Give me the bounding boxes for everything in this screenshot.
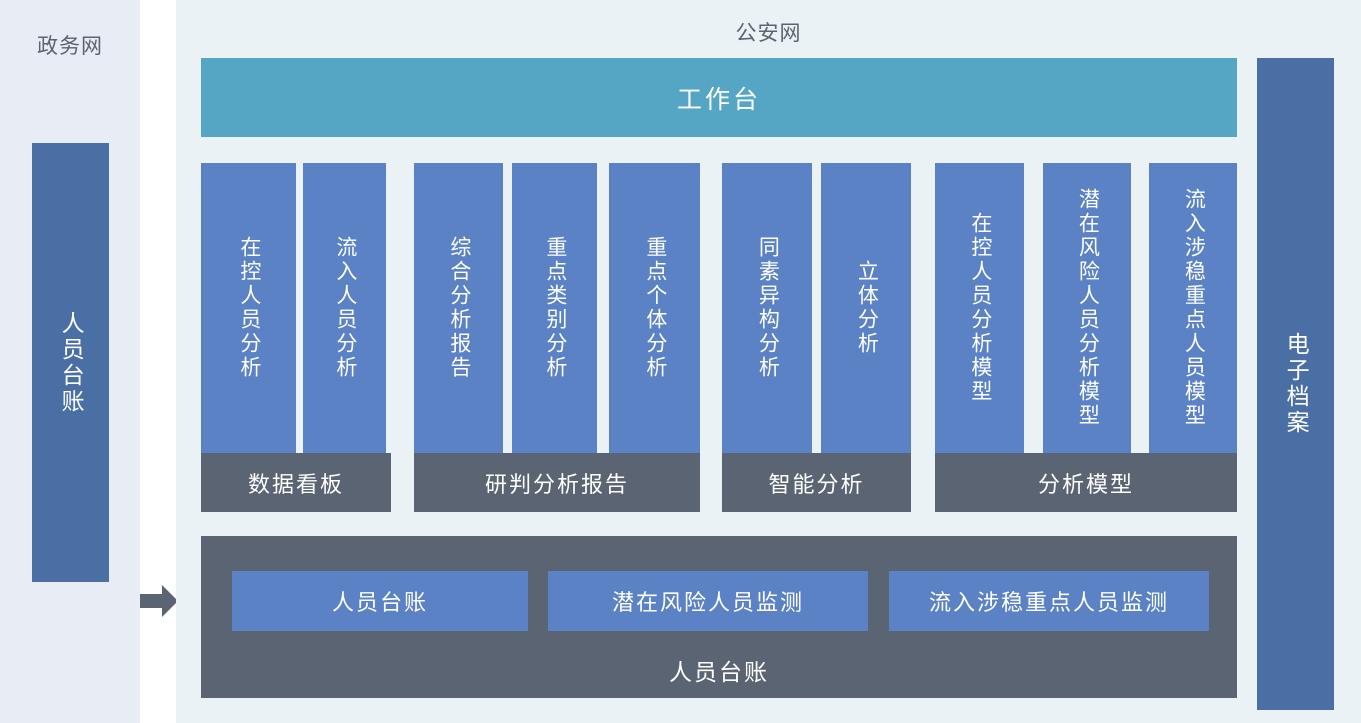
category-band[interactable]: 智能分析	[722, 453, 911, 512]
feature-column-label: 流入人员分析	[333, 236, 357, 380]
feature-column[interactable]: 重点类别分析	[512, 163, 597, 453]
feature-column[interactable]: 综合分析报告	[414, 163, 503, 453]
ledger-button[interactable]: 潜在风险人员监测	[548, 571, 868, 631]
feature-column-label: 在控人员分析	[237, 236, 261, 380]
feature-column-label: 流入涉稳重点人员模型	[1182, 188, 1206, 428]
feature-column[interactable]: 在控人员分析	[201, 163, 296, 453]
ledger-button[interactable]: 人员台账	[232, 571, 528, 631]
feature-column-label: 立体分析	[855, 260, 879, 356]
workbench-bar[interactable]: 工作台	[201, 58, 1237, 137]
government-network-panel: 政务网 人员台账	[0, 0, 140, 723]
ledger-button-label: 流入涉稳重点人员监测	[928, 590, 1169, 615]
feature-column-label: 重点个体分析	[643, 236, 667, 380]
feature-column[interactable]: 立体分析	[821, 163, 911, 453]
category-band-label: 分析模型	[1037, 471, 1134, 497]
feature-column[interactable]: 在控人员分析模型	[935, 163, 1024, 453]
workbench-label: 工作台	[676, 85, 761, 114]
category-band[interactable]: 数据看板	[201, 453, 391, 512]
feature-column-label: 同素异构分析	[756, 236, 780, 380]
feature-column[interactable]: 流入涉稳重点人员模型	[1149, 163, 1237, 453]
category-band[interactable]: 分析模型	[935, 453, 1237, 512]
arrow-right-icon	[140, 585, 178, 617]
category-band[interactable]: 研判分析报告	[414, 453, 700, 512]
ledger-button[interactable]: 流入涉稳重点人员监测	[889, 571, 1209, 631]
personnel-ledger-footer-label: 人员台账	[669, 659, 769, 685]
public-security-network-title: 公安网	[735, 22, 802, 45]
category-band-label: 智能分析	[768, 471, 865, 497]
feature-column[interactable]: 同素异构分析	[722, 163, 812, 453]
electronic-archive-card[interactable]: 电子档案	[1257, 58, 1334, 710]
feature-column-label: 在控人员分析模型	[968, 212, 992, 404]
ledger-button-label: 潜在风险人员监测	[611, 590, 804, 615]
feature-column[interactable]: 潜在风险人员分析模型	[1043, 163, 1131, 453]
category-band-label: 研判分析报告	[484, 471, 629, 497]
government-network-title: 政务网	[37, 35, 103, 58]
feature-column-label: 综合分析报告	[447, 236, 471, 380]
government-personnel-ledger-card[interactable]: 人员台账	[32, 143, 109, 582]
feature-column-label: 潜在风险人员分析模型	[1076, 188, 1100, 428]
category-band-label: 数据看板	[247, 471, 344, 497]
feature-column[interactable]: 流入人员分析	[303, 163, 386, 453]
electronic-archive-label: 电子档案	[1283, 332, 1310, 436]
feature-column-label: 重点类别分析	[543, 236, 567, 380]
ledger-button-label: 人员台账	[331, 590, 428, 615]
government-personnel-ledger-label: 人员台账	[58, 310, 85, 415]
feature-column[interactable]: 重点个体分析	[609, 163, 700, 453]
